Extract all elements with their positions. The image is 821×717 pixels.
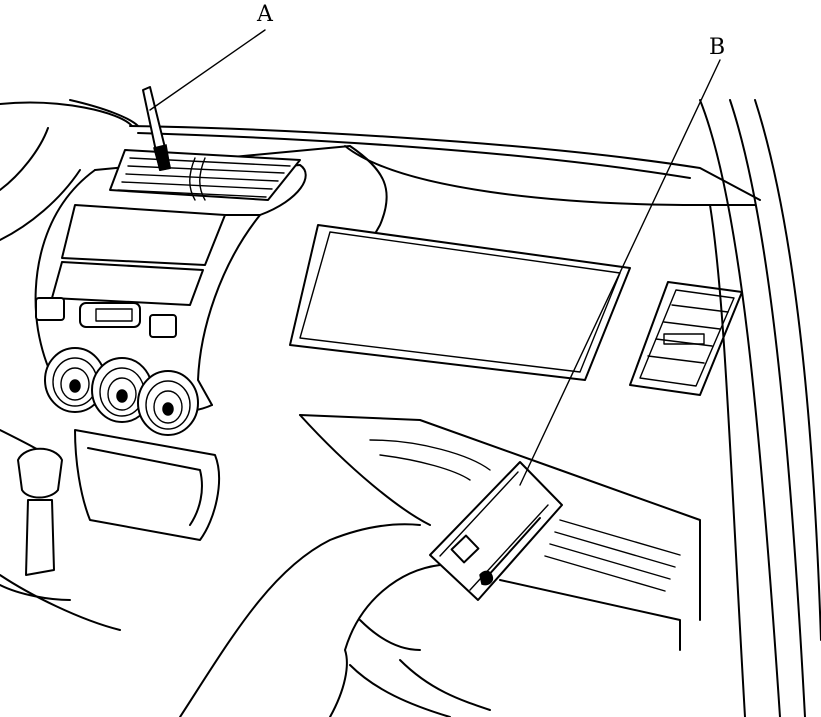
climate-knob-middle: [91, 357, 153, 423]
glove-box-opening: [289, 224, 631, 381]
leader-line-b: [519, 59, 721, 486]
under-dash: [299, 414, 701, 651]
climate-knob-right: [137, 370, 199, 436]
climate-knob-left: [44, 347, 106, 413]
gear-shifter: [0, 447, 71, 601]
dashboard-top: [129, 125, 761, 206]
side-air-vent: [629, 281, 743, 396]
leader-line-a: [149, 29, 266, 111]
display-panel: [51, 204, 226, 306]
inserted-card: [429, 461, 563, 601]
callout-label-b: B: [709, 35, 726, 60]
center-air-vent: [109, 149, 301, 201]
hand: [179, 523, 491, 717]
callout-label-a: A: [257, 2, 273, 27]
left-pillar: [0, 99, 139, 241]
door-pillar: [699, 99, 821, 717]
tool-stick: [142, 86, 171, 171]
button-row: [35, 297, 177, 338]
